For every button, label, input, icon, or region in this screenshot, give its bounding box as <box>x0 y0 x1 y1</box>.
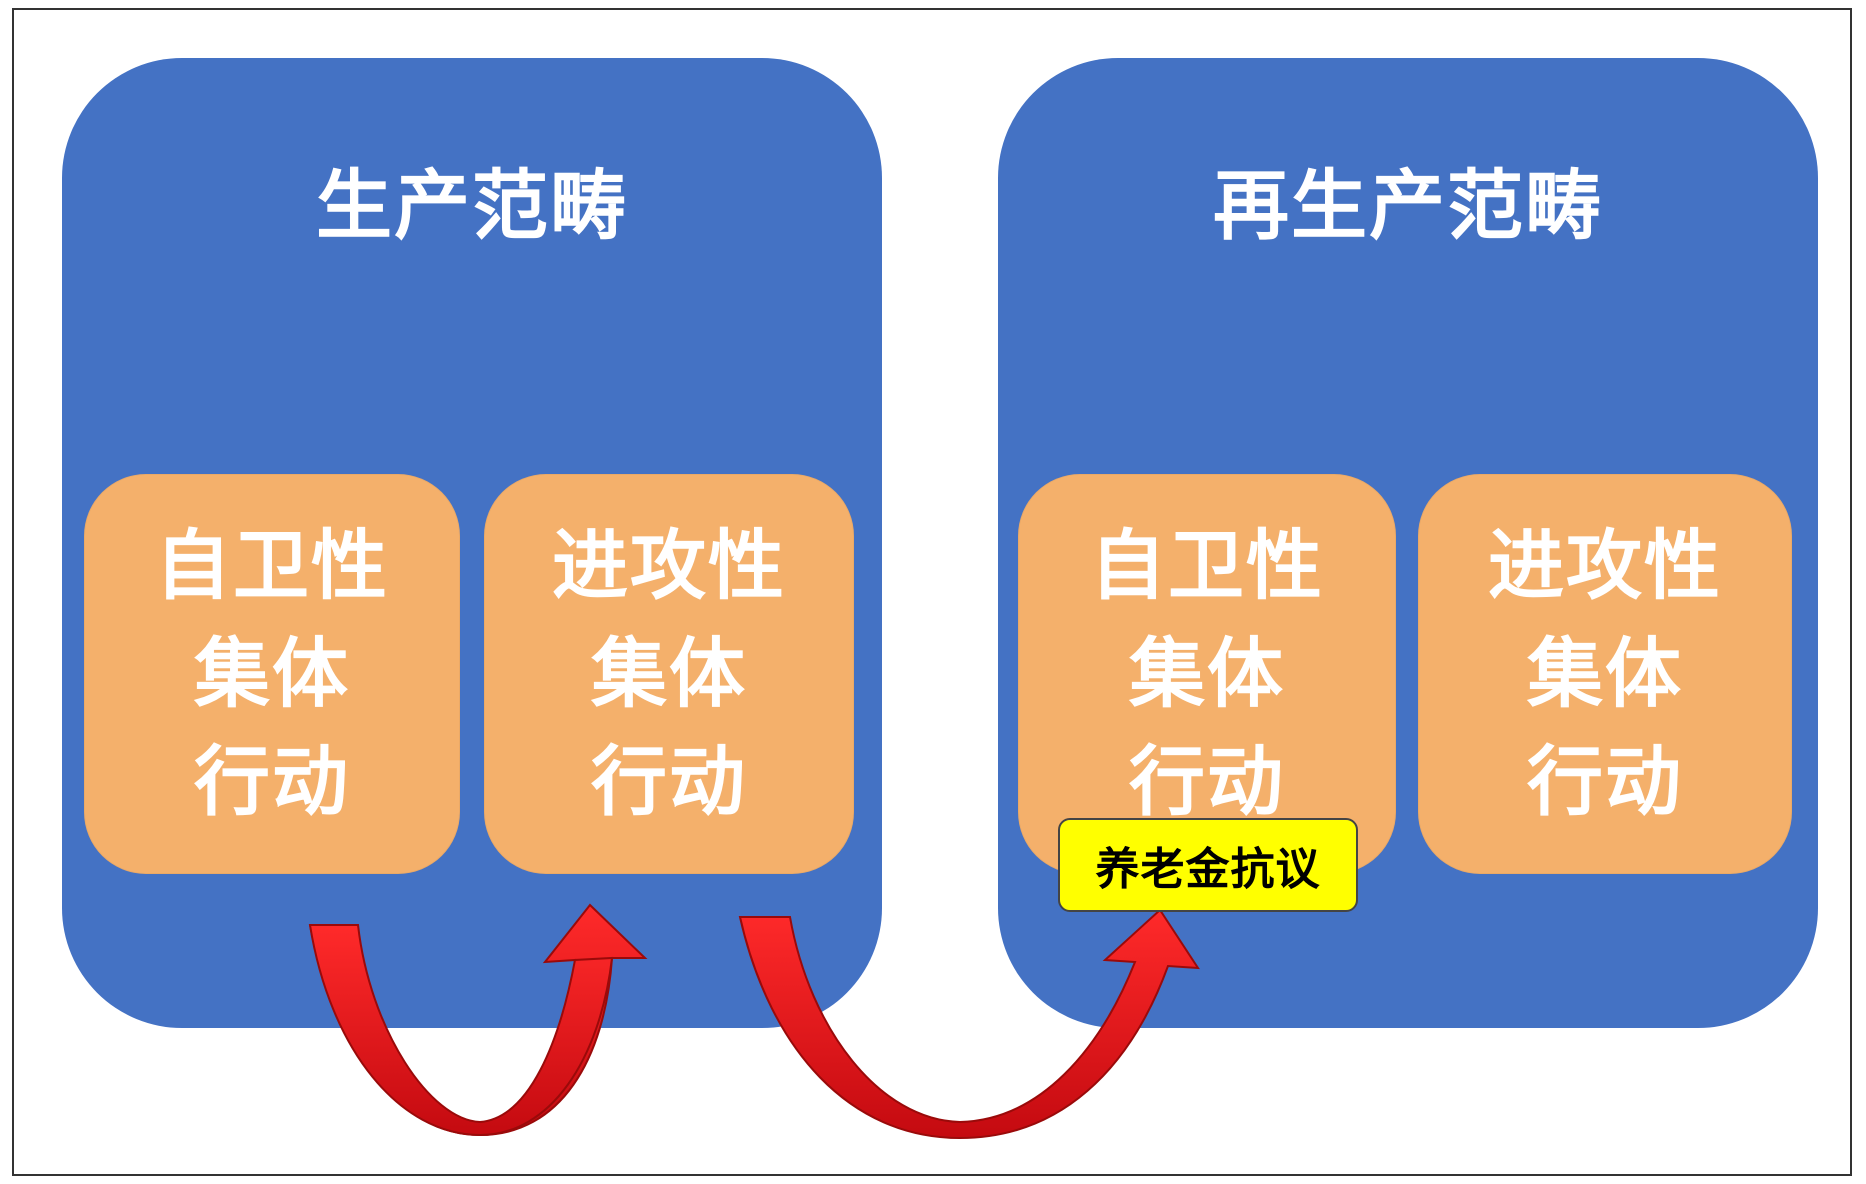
production-offensive-line-1: 进攻性 <box>552 521 786 610</box>
production-offensive-line-2: 集体 <box>591 629 747 718</box>
production-internal-arrow-body <box>308 924 614 1137</box>
production-defensive-box: 自卫性 集体 行动 <box>84 474 460 874</box>
reproduction-offensive-line-2: 集体 <box>1527 629 1683 718</box>
production-defensive-line-3: 行动 <box>194 737 350 826</box>
reproduction-domain-title: 再生产范畴 <box>1213 161 1603 250</box>
reproduction-offensive-line-1: 进攻性 <box>1488 521 1722 610</box>
reproduction-defensive-line-2: 集体 <box>1129 629 1285 718</box>
reproduction-offensive-box: 进攻性 集体 行动 <box>1418 474 1792 874</box>
production-defensive-line-1: 自卫性 <box>155 521 389 610</box>
production-domain-title: 生产范畴 <box>316 161 628 250</box>
reproduction-defensive-box: 自卫性 集体 行动 <box>1018 474 1396 874</box>
production-offensive-box: 进攻性 集体 行动 <box>484 474 854 874</box>
reproduction-defensive-line-3: 行动 <box>1129 737 1285 826</box>
reproduction-defensive-line-1: 自卫性 <box>1090 521 1324 610</box>
production-offensive-line-3: 行动 <box>591 737 747 826</box>
cross-domain-arrow <box>738 908 1200 1140</box>
production-defensive-line-2: 集体 <box>194 629 350 718</box>
pension-protest-label: 养老金抗议 <box>1058 818 1358 912</box>
reproduction-offensive-line-3: 行动 <box>1527 737 1683 826</box>
